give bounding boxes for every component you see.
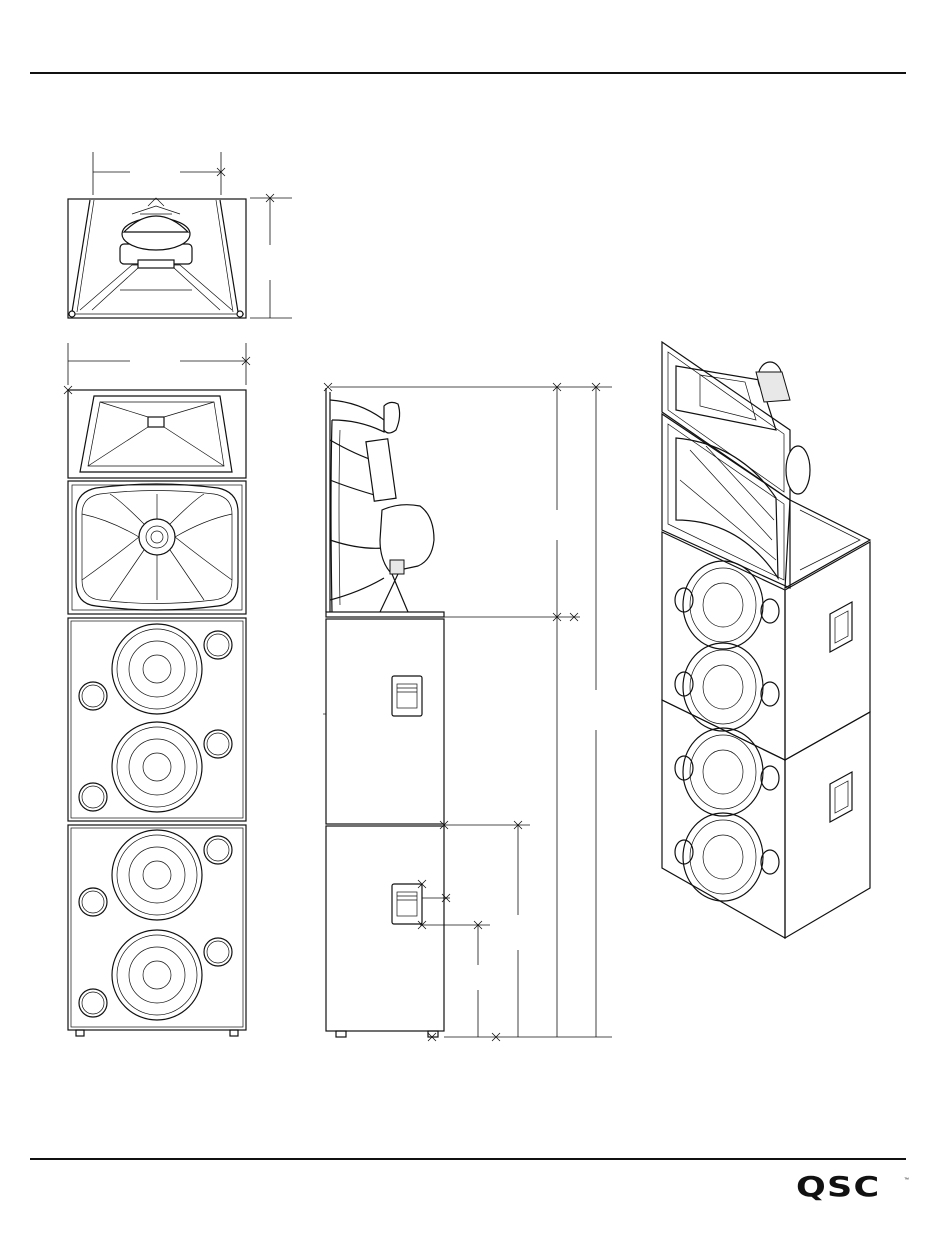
brand-logo: QSC ™ <box>796 1172 916 1202</box>
isometric-view <box>662 342 870 938</box>
top-view <box>68 152 292 318</box>
side-view <box>323 383 612 1041</box>
trademark-symbol: ™ <box>904 1177 909 1183</box>
brand-logo-text: QSC <box>796 1173 880 1201</box>
front-view <box>64 343 250 1036</box>
